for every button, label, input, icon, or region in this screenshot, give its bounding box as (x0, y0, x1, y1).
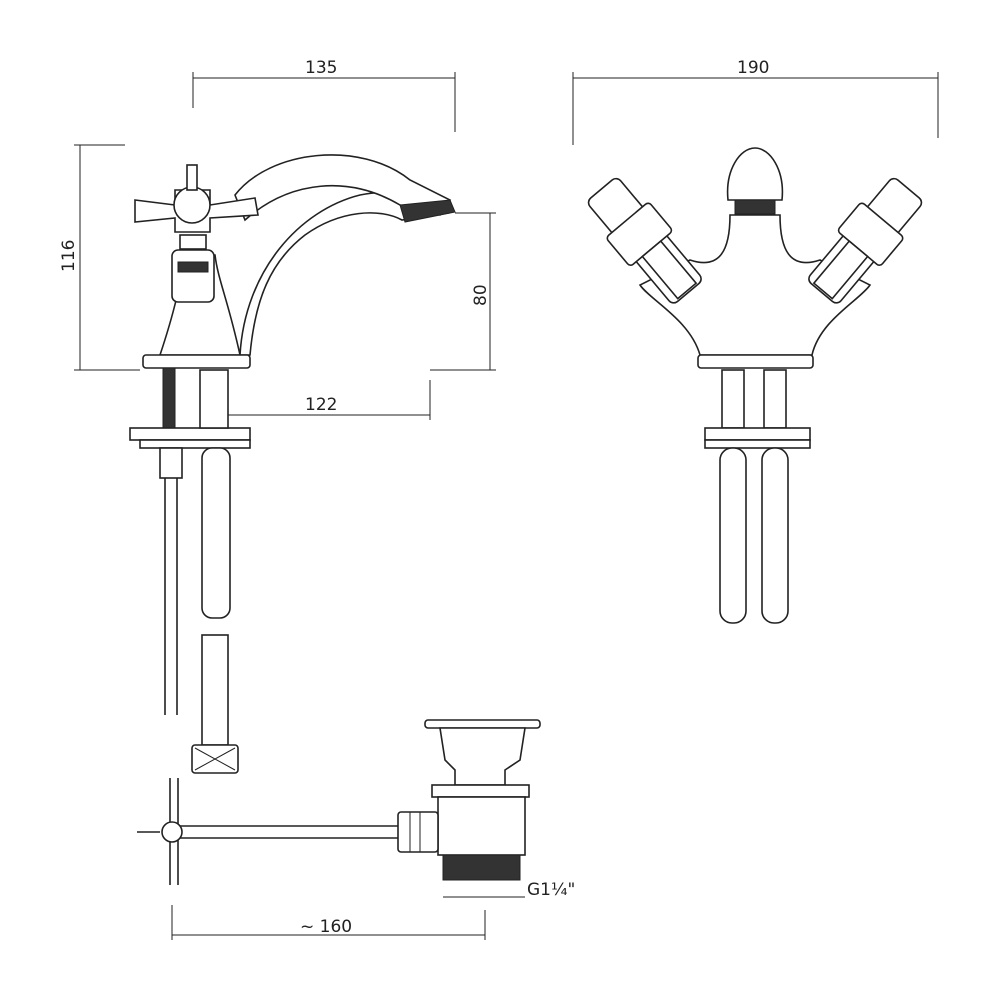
dimension-label-190: 190 (737, 58, 769, 78)
dimension-label-80: 80 (471, 284, 491, 306)
dimension-122 (205, 380, 431, 420)
dimension-116 (74, 144, 140, 371)
dimension-80 (430, 212, 496, 371)
dimension-135 (192, 72, 456, 132)
front-view-tap: 190 (572, 58, 939, 624)
dimension-label-160: ~ 160 (300, 917, 352, 937)
side-view-tap: 135 116 80 122 (59, 58, 496, 774)
pop-up-waste: G1¼" ~ 160 (137, 719, 575, 940)
dimension-label-135: 135 (305, 58, 337, 78)
dimension-label-122: 122 (305, 395, 337, 415)
dimension-190 (572, 72, 939, 145)
dimension-label-116: 116 (59, 240, 79, 272)
dimension-160 (171, 905, 486, 940)
dimension-label-thread: G1¼" (527, 880, 575, 900)
